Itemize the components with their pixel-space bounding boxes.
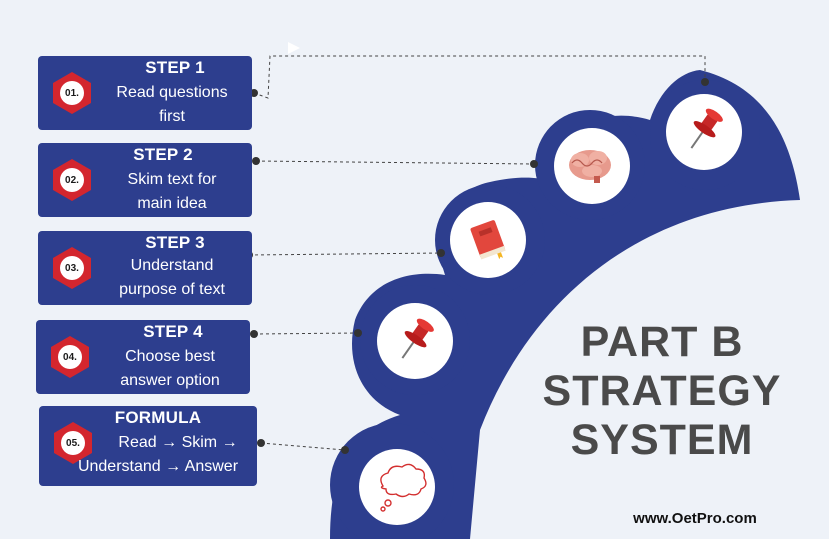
step-box-3: 03. STEP 3 Understand purpose of text <box>38 231 252 305</box>
step-box-4: 04. STEP 4 Choose best answer option <box>36 320 250 394</box>
connector-1 <box>253 55 706 99</box>
pushpin-icon <box>690 108 723 149</box>
badge-number: 01. <box>65 87 79 99</box>
headline-line-1: PART B <box>580 318 744 366</box>
number-badge: 01. <box>50 71 94 115</box>
badge-number: 02. <box>65 174 79 186</box>
step-title: STEP 1 <box>145 58 205 77</box>
step-box-1: 01. STEP 1 Read questions first <box>38 56 252 130</box>
headline-line-2: STRATEGY <box>542 367 782 415</box>
step-box-2: 02. STEP 2 Skim text for main idea <box>38 143 252 217</box>
pushpin-icon <box>401 318 434 359</box>
step-description: Understand purpose of text <box>119 257 225 298</box>
book-icon <box>470 220 506 260</box>
badge-number: 03. <box>65 262 79 274</box>
badge-number: 05. <box>66 437 80 449</box>
headline-line-3: SYSTEM <box>570 416 754 464</box>
navy-arc-band <box>330 70 800 539</box>
brain-icon <box>569 150 611 183</box>
headline: PART B STRATEGY SYSTEM <box>522 318 802 465</box>
connector-2 <box>255 160 535 165</box>
step-box-5: 05. FORMULA Read → Skim → Understand → A… <box>39 406 257 486</box>
website-url: www.OetPro.com <box>633 510 757 527</box>
step-title: FORMULA <box>114 408 202 427</box>
badge-number: 04. <box>63 351 77 363</box>
step-title: STEP 4 <box>143 322 203 341</box>
connector-5 <box>260 442 346 451</box>
step-description: Skim text for main idea <box>127 171 217 212</box>
step-description: Read questions first <box>116 84 228 125</box>
step-title: STEP 3 <box>145 233 205 252</box>
thought-bubble-icon <box>380 463 427 512</box>
arrow-marker <box>288 42 300 54</box>
connector-3 <box>248 252 442 256</box>
number-badge: 02. <box>50 158 94 202</box>
step-description: Read → Skim → Understand → Answer <box>77 434 239 475</box>
connector-4 <box>253 332 359 335</box>
step-title: STEP 2 <box>133 145 193 164</box>
number-badge: 05. <box>51 421 95 465</box>
step-description: Choose best answer option <box>120 348 220 389</box>
number-badge: 03. <box>50 246 94 290</box>
number-badge: 04. <box>48 335 92 379</box>
